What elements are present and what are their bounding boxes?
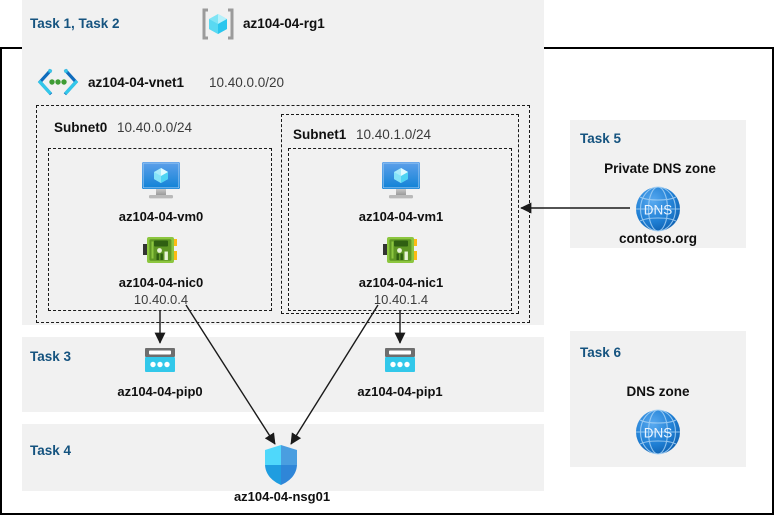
nic0-ip: 10.40.0.4	[133, 292, 189, 307]
virtual-machine-icon	[375, 158, 427, 202]
subnet0-resources-boundary	[48, 148, 272, 311]
dns-icon-text: DNS	[644, 426, 673, 441]
dns-zone-icon: DNS	[632, 183, 684, 235]
dns-icon-text: DNS	[644, 203, 673, 218]
public-ip-address-icon	[141, 345, 179, 377]
virtual-machine-icon	[135, 158, 187, 202]
subnet0-cidr: 10.40.0.0/24	[117, 120, 193, 135]
pip0-label: az104-04-pip0	[117, 384, 203, 399]
nic0-label: az104-04-nic0	[118, 275, 204, 290]
dns-zone-icon: DNS	[632, 406, 684, 458]
subnet1-resources-boundary	[288, 148, 512, 311]
nic1-label: az104-04-nic1	[358, 275, 444, 290]
vnet-panel	[22, 47, 544, 325]
pip1-label: az104-04-pip1	[357, 384, 443, 399]
resource-group-name: az104-04-rg1	[243, 16, 325, 31]
task-label-3: Task 3	[30, 349, 72, 364]
resource-group-icon	[200, 6, 236, 42]
network-security-group-icon	[261, 443, 301, 487]
dns-zone-heading: DNS zone	[626, 384, 690, 399]
task-label-6: Task 6	[580, 345, 622, 360]
vm1-label: az104-04-vm1	[358, 209, 444, 224]
task-label-4: Task 4	[30, 443, 72, 458]
task-label-5: Task 5	[580, 131, 622, 146]
private-dns-zone-name: contoso.org	[619, 231, 697, 246]
vm0-label: az104-04-vm0	[118, 209, 204, 224]
task-label-1-2: Task 1, Task 2	[30, 16, 120, 31]
task3-panel	[22, 337, 544, 412]
nic1-ip: 10.40.1.4	[373, 292, 429, 307]
public-ip-address-icon	[381, 345, 419, 377]
subnet1-cidr: 10.40.1.0/24	[356, 127, 432, 142]
network-interface-icon	[381, 234, 421, 268]
resource-group-header-band	[22, 0, 544, 47]
private-dns-zone-heading: Private DNS zone	[604, 161, 716, 176]
vnet-address-space: 10.40.0.0/20	[209, 75, 285, 90]
network-interface-icon	[141, 234, 181, 268]
subnets-container	[36, 105, 530, 323]
subnet1-name: Subnet1	[293, 127, 347, 142]
subnet0-name: Subnet0	[54, 120, 108, 135]
virtual-network-icon	[36, 68, 80, 96]
nsg-label: az104-04-nsg01	[233, 489, 331, 504]
vnet-name: az104-04-vnet1	[88, 75, 185, 90]
